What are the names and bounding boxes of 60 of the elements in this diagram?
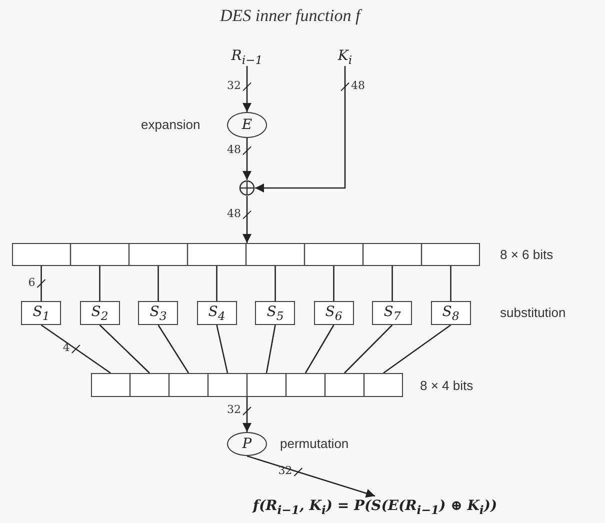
arrow [242, 196, 252, 243]
annotation: 8 × 4 bits [420, 378, 474, 393]
arrow [242, 66, 252, 112]
s-box [196, 301, 237, 325]
math-symbol: R$_{i−1}$ [231, 48, 263, 66]
connector-line [392, 266, 393, 301]
math-symbol: S$_{5}$ [266, 304, 284, 322]
connector-line [274, 266, 276, 301]
stage-label: permutation [280, 436, 349, 451]
arrow [242, 138, 252, 180]
connector-line [266, 324, 276, 374]
edge-label: 48 [351, 78, 365, 92]
s-box [21, 301, 62, 325]
math-symbol: S$_{1}$ [32, 304, 50, 322]
s-box [430, 301, 471, 325]
connector-line [40, 266, 42, 301]
diagram-title: DES inner function f [220, 6, 360, 26]
edge-label: 4 [62, 341, 70, 354]
edge-label: 32 [227, 403, 241, 416]
math-symbol: S$_{6}$ [325, 304, 342, 322]
stage-label: expansion [141, 117, 200, 132]
connector-line [158, 266, 159, 301]
s-box [255, 301, 296, 325]
math-symbol: E [242, 117, 252, 133]
math-symbol: P [242, 436, 252, 452]
math-symbol: S$_{7}$ [384, 304, 401, 322]
math-symbol: S$_{2}$ [91, 304, 108, 322]
annotation: substitution [500, 305, 566, 320]
connector-line [450, 266, 452, 301]
math-symbol: K$_{i}$ [338, 48, 352, 66]
s-box [80, 301, 120, 325]
formula: f(R$_{i−1}$, K$_{i}$) = P(S(E(R$_{i−1}$) ⊕ K$_{i}$)) [252, 498, 498, 516]
s-box [138, 301, 178, 325]
annotation: 8 × 6 bits [500, 247, 554, 262]
math-symbol: S$_{8}$ [442, 304, 460, 322]
connector-line [99, 324, 150, 374]
math-symbol: S$_{4}$ [208, 304, 226, 322]
xor-symbol [239, 180, 255, 196]
connector-line [344, 324, 393, 374]
connector-line [99, 266, 100, 301]
connector-line [158, 324, 190, 374]
edge-label: 48 [227, 142, 241, 156]
arrow [242, 397, 252, 432]
edge-label: 32 [227, 78, 241, 92]
s-box [372, 301, 412, 325]
edge-label: 32 [278, 464, 292, 477]
register-bar [12, 243, 480, 266]
connector-line [40, 324, 111, 374]
math-symbol: S$_{3}$ [150, 304, 167, 322]
connector-line [383, 324, 452, 374]
connector-line [304, 324, 334, 374]
arrow [255, 66, 346, 192]
edge-label: 48 [227, 206, 241, 220]
connector-line [333, 266, 334, 301]
arrow [246, 455, 376, 498]
s-box [314, 301, 354, 325]
connector-line [216, 324, 228, 374]
register-bar [91, 373, 403, 397]
edge-label: 6 [28, 276, 36, 288]
connector-line [216, 266, 218, 301]
